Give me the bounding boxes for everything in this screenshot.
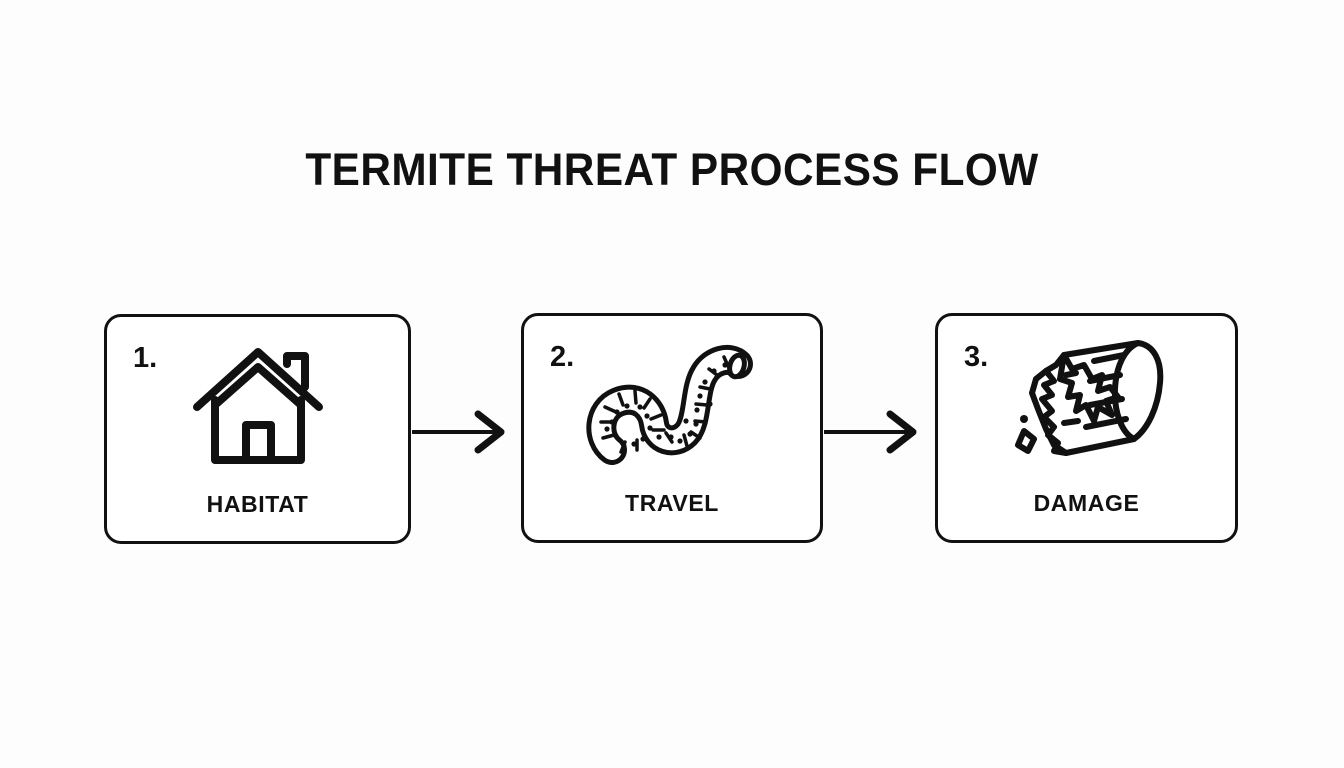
page-title: TERMITE THREAT PROCESS FLOW [305, 144, 1039, 195]
step-number: 1. [133, 342, 158, 374]
arrow-right-icon [824, 407, 928, 457]
step-label: DAMAGE [1033, 490, 1140, 516]
arrow-right-icon [412, 407, 516, 457]
house-icon [107, 343, 408, 471]
step-number: 2. [550, 341, 575, 373]
step-label: TRAVEL [625, 490, 719, 516]
broken-wood-log-icon [938, 336, 1235, 464]
step-number: 3. [964, 341, 989, 373]
termite-mud-tube-icon [524, 340, 820, 468]
process-step-habitat[interactable]: 1. HABITAT [104, 314, 411, 544]
process-step-travel[interactable]: 2. [521, 313, 823, 543]
step-label: HABITAT [206, 491, 309, 517]
process-step-damage[interactable]: 3. [935, 313, 1238, 543]
